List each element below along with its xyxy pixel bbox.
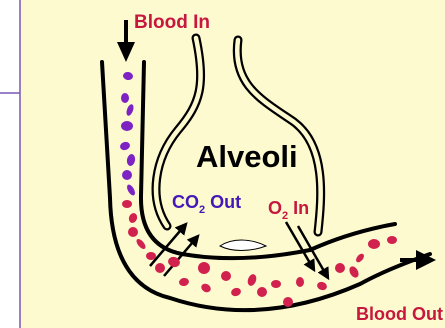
deoxygenated-cell: [121, 121, 133, 131]
blood-in-label: Blood In: [134, 12, 210, 33]
oxygenated-cell: [387, 236, 397, 244]
oxygenated-cell: [122, 200, 132, 208]
side-panel: [0, 0, 20, 328]
blood-out-label: Blood Out: [356, 304, 443, 324]
deoxygenated-cell: [121, 93, 129, 103]
oxygenated-cell: [335, 263, 345, 273]
oxygenated-cell: [221, 271, 231, 281]
deoxygenated-cell: [122, 170, 132, 180]
oxygenated-cell: [368, 239, 380, 249]
alveoli-label: Alveoli: [196, 139, 298, 174]
oxygenated-cell: [283, 297, 293, 307]
oxygenated-cell: [198, 262, 210, 274]
oxygenated-cell: [146, 252, 156, 260]
oxygenated-cell: [296, 277, 304, 287]
oxygenated-cell: [155, 263, 165, 273]
oxygenated-cell: [271, 280, 281, 288]
oxygenated-cell: [257, 287, 267, 297]
oxygenated-cell: [128, 227, 138, 237]
